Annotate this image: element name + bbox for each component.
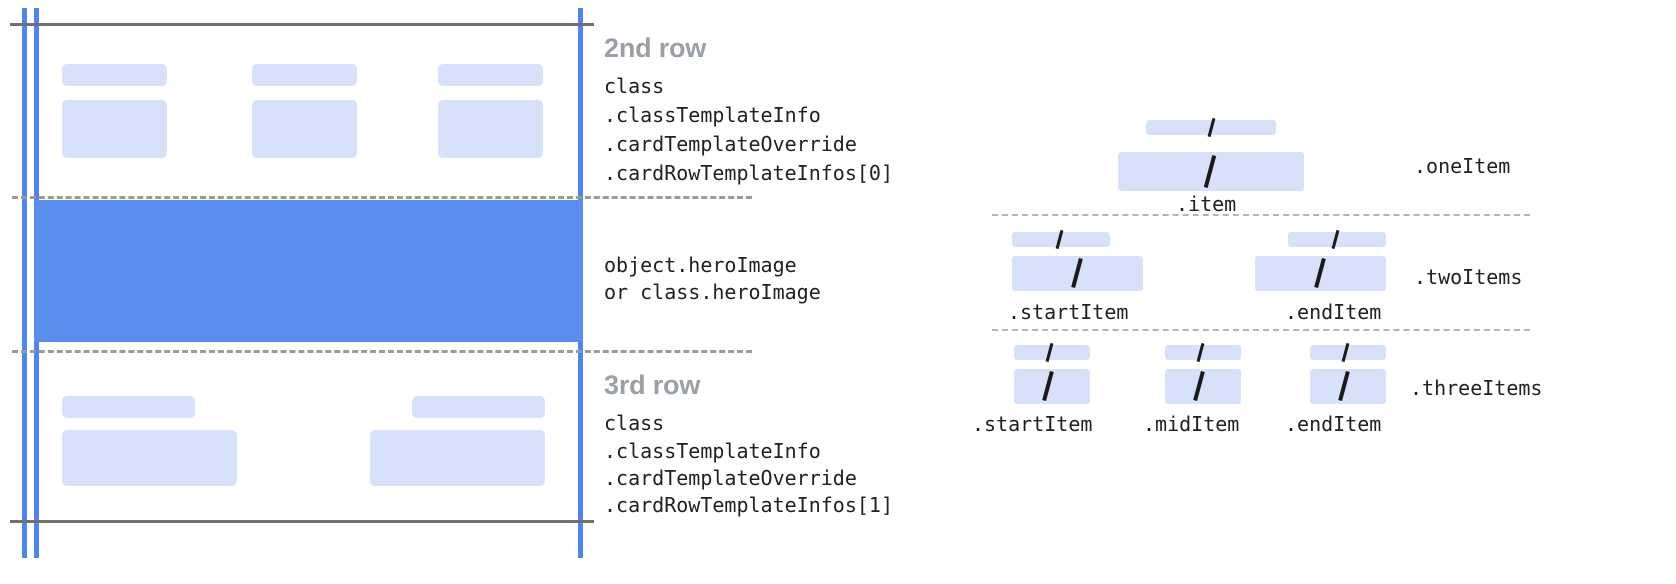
- threeitems-mid-label-placeholder: [1165, 345, 1241, 360]
- row3-col1-label-placeholder: [62, 396, 195, 418]
- row1-col3-label-placeholder: [438, 64, 543, 86]
- row3-col1-value-placeholder: [62, 430, 237, 486]
- right-separator-2: [992, 329, 1530, 331]
- row1-code-line-3: .cardTemplateOverride: [604, 132, 857, 156]
- row3-title: 3rd row: [604, 370, 701, 400]
- row1-title: 2nd row: [604, 33, 707, 63]
- row1-code-line-4: .cardRowTemplateInfos[0]: [604, 161, 893, 185]
- oneitem-group-label: .oneItem: [1414, 154, 1511, 178]
- hero-image-band: [34, 200, 583, 342]
- row-separator-bottom: [12, 350, 752, 353]
- threeitems-end-caption: .endItem: [1285, 412, 1382, 436]
- row-separator-top: [12, 196, 752, 199]
- row1-code-line-1: class: [604, 74, 665, 98]
- twoitems-start-caption: .startItem: [1008, 300, 1129, 324]
- row1-col3-value-placeholder: [438, 100, 543, 158]
- left-rail-outer: [22, 8, 27, 558]
- row1-code-line-2: .classTemplateInfo: [604, 103, 821, 127]
- row3-col2-value-placeholder: [370, 430, 545, 486]
- row3-code-line-4: .cardRowTemplateInfos[1]: [604, 493, 893, 517]
- row1-col2-value-placeholder: [252, 100, 357, 158]
- threeitems-end-label-placeholder: [1310, 345, 1386, 360]
- card-bottom-rule: [10, 520, 594, 523]
- row3-col2-label-placeholder: [412, 396, 545, 418]
- hero-code-line-2: or class.heroImage: [604, 280, 821, 304]
- row3-code-line-3: .cardTemplateOverride: [604, 466, 857, 490]
- card-top-rule: [10, 23, 594, 26]
- oneitem-item-caption: .item: [1176, 192, 1237, 216]
- right-separator-1: [992, 214, 1530, 216]
- threeitems-start-label-placeholder: [1014, 345, 1090, 360]
- threeitems-group-label: .threeItems: [1410, 376, 1543, 400]
- row3-code-line-2: .classTemplateInfo: [604, 439, 821, 463]
- row1-col1-label-placeholder: [62, 64, 167, 86]
- twoitems-end-caption: .endItem: [1285, 300, 1382, 324]
- row1-col2-label-placeholder: [252, 64, 357, 86]
- row3-code-line-1: class: [604, 411, 665, 435]
- threeitems-mid-caption: .midItem: [1143, 412, 1240, 436]
- hero-code-line-1: object.heroImage: [604, 253, 797, 277]
- twoitems-group-label: .twoItems: [1414, 265, 1523, 289]
- threeitems-start-caption: .startItem: [972, 412, 1093, 436]
- row1-col1-value-placeholder: [62, 100, 167, 158]
